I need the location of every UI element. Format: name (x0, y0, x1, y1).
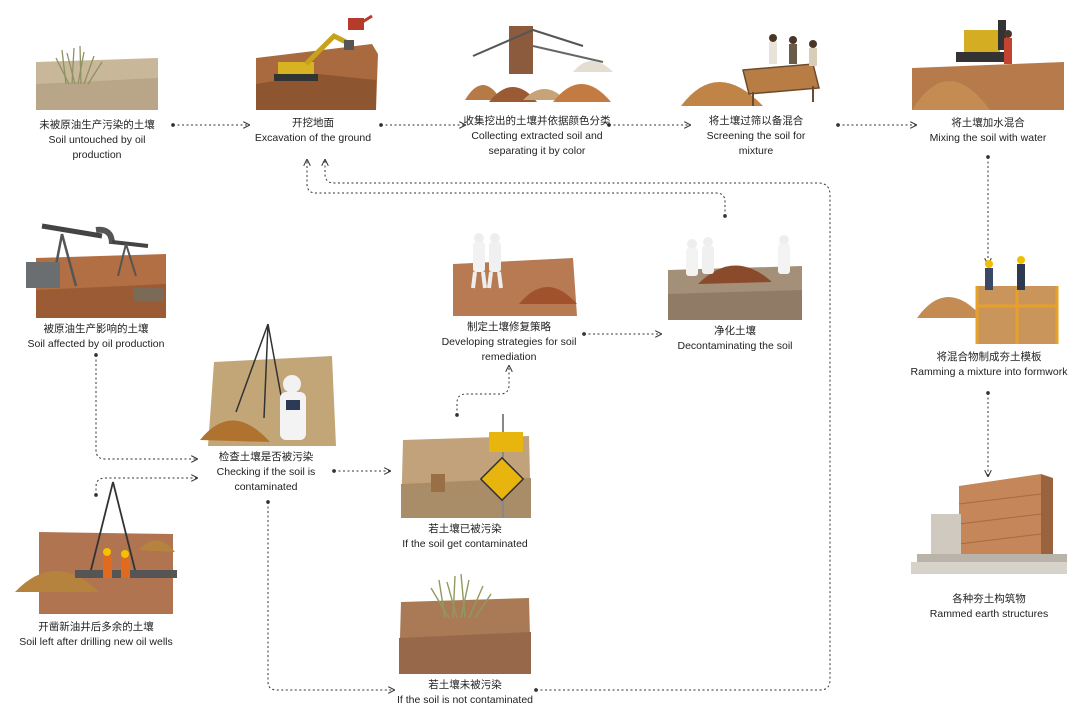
untouched-en: Soil untouched by oil production (48, 134, 146, 161)
node-drilling: 开凿新油井后多余的土壤 Soil left after drilling new… (12, 480, 191, 650)
drilling-rig-image (15, 480, 191, 614)
rammed-earth-structure-image (911, 474, 1067, 574)
node-contaminated: 若土壤已被污染 If the soil get contaminated (392, 414, 538, 552)
strategies-zh: 制定土壤修复策略 (467, 321, 551, 333)
soil-sorting-plant-image (453, 16, 621, 108)
ramming-formwork-image (917, 246, 1061, 344)
node-checking: 检查土壤是否被污染 Checking if the soil is contam… (188, 322, 344, 495)
contaminated-zh: 若土壤已被污染 (428, 523, 502, 535)
ramming-zh: 将混合物制成夯土模板 (936, 351, 1042, 363)
structures-en: Rammed earth structures (929, 608, 1049, 620)
decontaminating-en: Decontaminating the soil (677, 340, 793, 352)
node-ramming: 将混合物制成夯土模板 Ramming a mixture into formwo… (904, 246, 1074, 380)
affected-zh: 被原油生产影响的土壤 (43, 323, 149, 335)
mixing-zh: 将土壤加水混合 (951, 117, 1025, 129)
node-not-contaminated: 若土壤未被污染 If the soil is not contaminated (388, 573, 542, 708)
not-contaminated-zh: 若土壤未被污染 (428, 679, 502, 691)
node-collecting: 收集挖出的土壤并依据颜色分类 Collecting extracted soil… (452, 16, 622, 159)
structures-zh: 各种夯土构筑物 (952, 593, 1026, 605)
node-structures: 各种夯土构筑物 Rammed earth structures (904, 474, 1074, 622)
link-notcontam-excavation (325, 160, 831, 690)
soil-screening-image (677, 30, 835, 108)
collecting-en: Collecting extracted soil and separating… (471, 130, 603, 157)
screening-en: Screening the soil for mixture (706, 130, 806, 157)
screening-zh: 将土壤过筛以备混合 (708, 115, 804, 127)
drilling-zh: 开凿新油井后多余的土壤 (38, 621, 154, 633)
soil-mixing-image (912, 14, 1064, 110)
excavation-zh: 开挖地面 (292, 117, 334, 129)
contamination-sign-image (397, 414, 533, 518)
untouched-soil-image (36, 44, 158, 110)
link-contaminated-strategies (457, 366, 509, 415)
not-contaminated-en: If the soil is not contaminated (397, 694, 533, 706)
oil-pump-image (16, 214, 176, 318)
node-affected: 被原油生产影响的土壤 Soil affected by oil producti… (12, 214, 180, 352)
link-checking-notcontam (268, 502, 394, 690)
excavation-en: Excavation of the ground (254, 132, 372, 144)
checking-en: Checking if the soil is contaminated (216, 466, 316, 493)
inspection-team-image (439, 224, 579, 316)
ramming-en: Ramming a mixture into formwork (910, 366, 1068, 378)
node-decontaminating: 净化土壤 Decontaminating the soil (660, 228, 810, 354)
decontamination-image (668, 228, 802, 320)
untouched-zh: 未被原油生产污染的土壤 (39, 119, 155, 131)
node-untouched: 未被原油生产污染的土壤 Soil untouched by oil produc… (22, 44, 172, 163)
soil-testing-image (192, 322, 340, 446)
drilling-en: Soil left after drilling new oil wells (19, 636, 173, 648)
decontaminating-zh: 净化土壤 (714, 325, 756, 337)
node-strategies: 制定土壤修复策略 Developing strategies for soil … (432, 224, 586, 365)
link-drilling-checking (96, 478, 197, 495)
excavator-image (248, 14, 378, 110)
checking-zh: 检查土壤是否被污染 (218, 451, 314, 463)
node-screening: 将土壤过筛以备混合 Screening the soil for mixture (676, 30, 836, 159)
contaminated-en: If the soil get contaminated (402, 538, 528, 550)
node-mixing: 将土壤加水混合 Mixing the soil with water (910, 14, 1066, 146)
clean-soil-image (395, 573, 535, 674)
collecting-zh: 收集挖出的土壤并依据颜色分类 (463, 115, 611, 127)
mixing-en: Mixing the soil with water (929, 132, 1047, 144)
affected-en: Soil affected by oil production (27, 338, 165, 350)
node-excavation: 开挖地面 Excavation of the ground (248, 14, 378, 146)
link-affected-checking (96, 355, 197, 459)
link-decontam-excavation (307, 160, 725, 216)
strategies-en: Developing strategies for soil remediati… (441, 336, 577, 363)
